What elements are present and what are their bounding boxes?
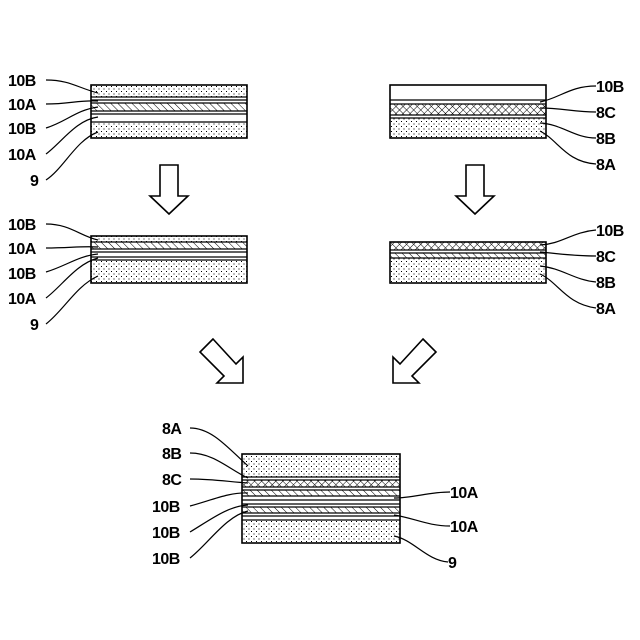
- down-arrow-left-icon: [150, 165, 188, 214]
- top-right-leaders: [540, 86, 596, 164]
- bottom-label-10b-2: 10B: [152, 525, 180, 542]
- top-left-label-1: 10B: [8, 73, 36, 90]
- mid-left-label-1: 10B: [8, 217, 36, 234]
- bottom-left-labels: 8A 8B 8C 10B 10B 10B: [152, 421, 182, 568]
- mid-left-laminate: [91, 236, 247, 283]
- bottom-label-8b: 8B: [162, 446, 181, 463]
- top-left-labels: 10B 10A 10B 10A 9: [8, 73, 39, 190]
- top-right-label-1: 10B: [596, 79, 624, 96]
- bottom-right-leaders: [394, 492, 450, 562]
- mid-left-labels: 10B 10A 10B 10A 9: [8, 217, 39, 334]
- bottom-label-8c: 8C: [162, 472, 182, 489]
- top-left-label-2: 10A: [8, 97, 37, 114]
- bottom-label-10b-1: 10B: [152, 499, 180, 516]
- top-left-label-3: 10B: [8, 121, 36, 138]
- mid-right-label-3: 8B: [596, 275, 615, 292]
- bottom-label-10b-3: 10B: [152, 551, 180, 568]
- mid-right-laminate: [390, 242, 546, 283]
- mid-right-label-1: 10B: [596, 223, 624, 240]
- diagonal-arrow-right-icon: [393, 339, 436, 383]
- down-arrow-right-icon: [456, 165, 494, 214]
- bottom-laminate: [242, 454, 400, 543]
- bottom-label-8a: 8A: [162, 421, 182, 438]
- bottom-label-10a-1: 10A: [450, 485, 479, 502]
- mid-right-leaders: [540, 230, 596, 308]
- top-right-laminate: [390, 85, 546, 138]
- mid-right-label-2: 8C: [596, 249, 616, 266]
- top-right-label-3: 8B: [596, 131, 615, 148]
- mid-left-label-5: 9: [30, 317, 39, 334]
- mid-right-label-4: 8A: [596, 301, 616, 318]
- top-right-labels: 10B 8C 8B 8A: [596, 79, 624, 174]
- diagonal-arrow-left-icon: [200, 339, 243, 383]
- mid-left-label-2: 10A: [8, 241, 37, 258]
- top-left-laminate: [91, 85, 247, 138]
- mid-left-label-4: 10A: [8, 291, 37, 308]
- top-right-label-2: 8C: [596, 105, 616, 122]
- top-left-label-4: 10A: [8, 147, 37, 164]
- mid-left-label-3: 10B: [8, 266, 36, 283]
- bottom-right-labels: 10A 10A 9: [448, 485, 479, 572]
- top-left-label-5: 9: [30, 173, 39, 190]
- mid-right-labels: 10B 8C 8B 8A: [596, 223, 624, 318]
- bottom-label-10a-2: 10A: [450, 519, 479, 536]
- bottom-left-leaders: [190, 428, 248, 558]
- top-right-label-4: 8A: [596, 157, 616, 174]
- bottom-label-9: 9: [448, 555, 457, 572]
